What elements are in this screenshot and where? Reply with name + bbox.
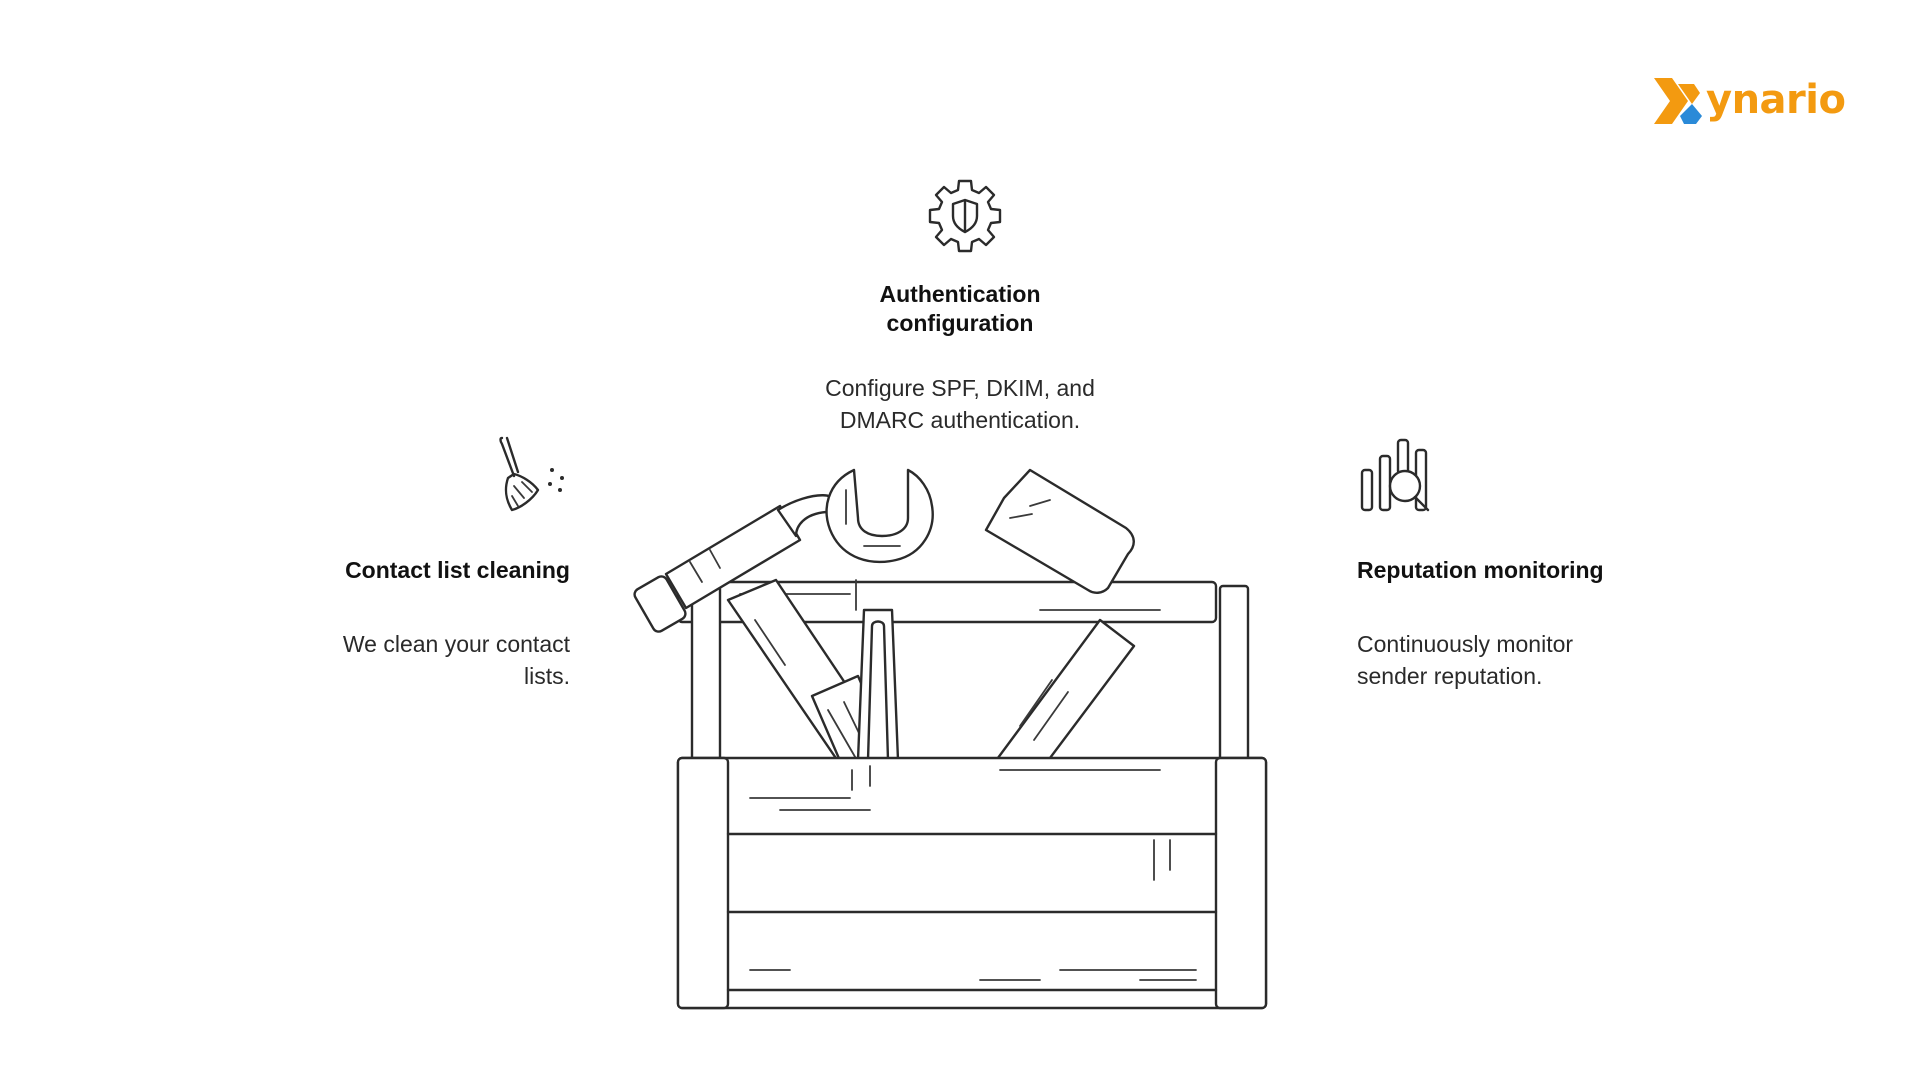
claw-hammer-icon bbox=[633, 494, 892, 772]
feature-title: Contact list cleaning bbox=[345, 557, 570, 583]
brand-logo: ynario bbox=[1652, 72, 1846, 128]
toolbox-icon bbox=[633, 468, 1268, 1010]
feature-title: Reputation monitoring bbox=[1357, 557, 1604, 583]
chart-magnifier-icon bbox=[1360, 438, 1430, 512]
gear-shield-icon bbox=[928, 179, 1002, 253]
feature-description: Configure SPF, DKIM, and DMARC authentic… bbox=[825, 375, 1095, 433]
broom-icon bbox=[499, 436, 564, 512]
mallet-icon bbox=[984, 468, 1136, 792]
wrench-icon bbox=[825, 468, 934, 762]
brand-name: ynario bbox=[1706, 77, 1846, 123]
feature-contact-list-cleaning: Contact list cleaning We clean your cont… bbox=[230, 556, 570, 692]
feature-description: We clean your contact lists. bbox=[342, 631, 570, 689]
toolbox-body bbox=[676, 756, 1268, 1010]
feature-authentication: Authentication configuration Configure S… bbox=[760, 280, 1160, 436]
feature-description: Continuously monitor sender reputation. bbox=[1357, 631, 1574, 689]
logo-x-mark-icon bbox=[1654, 78, 1702, 124]
feature-reputation-monitoring: Reputation monitoring Continuously monit… bbox=[1357, 556, 1717, 692]
feature-title: Authentication configuration bbox=[879, 281, 1041, 336]
